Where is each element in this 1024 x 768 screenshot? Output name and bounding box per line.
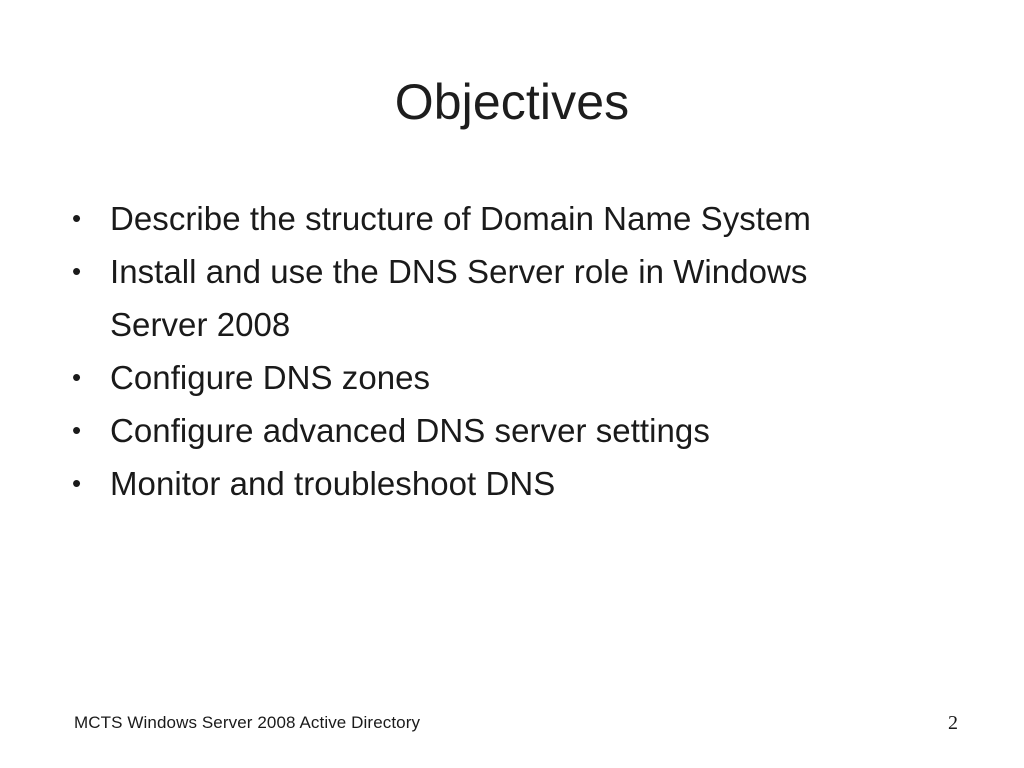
list-item-label: Describe the structure of Domain Name Sy… (110, 200, 811, 237)
list-item: • Configure DNS zones (66, 351, 910, 404)
list-item-label: Configure advanced DNS server settings (110, 412, 710, 449)
list-item: • Install and use the DNS Server role in… (66, 245, 910, 351)
list-item: • Monitor and troubleshoot DNS (66, 457, 910, 510)
objectives-bullet-list: • Describe the structure of Domain Name … (66, 192, 946, 510)
list-item-label: Configure DNS zones (110, 359, 431, 396)
bullet-point-icon: • (72, 415, 82, 445)
slide-page-number: 2 (948, 712, 958, 734)
bullet-point-icon: • (72, 468, 82, 498)
list-item-label: Monitor and troubleshoot DNS (110, 465, 556, 502)
bullet-point-icon: • (72, 256, 82, 286)
bullet-point-icon: • (72, 362, 82, 392)
list-item: • Configure advanced DNS server settings (66, 404, 910, 457)
page-title: Objectives (394, 74, 630, 130)
list-item: • Describe the structure of Domain Name … (66, 192, 910, 245)
slide-footer-text: MCTS Windows Server 2008 Active Director… (74, 713, 421, 732)
bullet-point-icon: • (72, 203, 82, 233)
list-item-label: Install and use the DNS Server role in W… (110, 253, 808, 343)
